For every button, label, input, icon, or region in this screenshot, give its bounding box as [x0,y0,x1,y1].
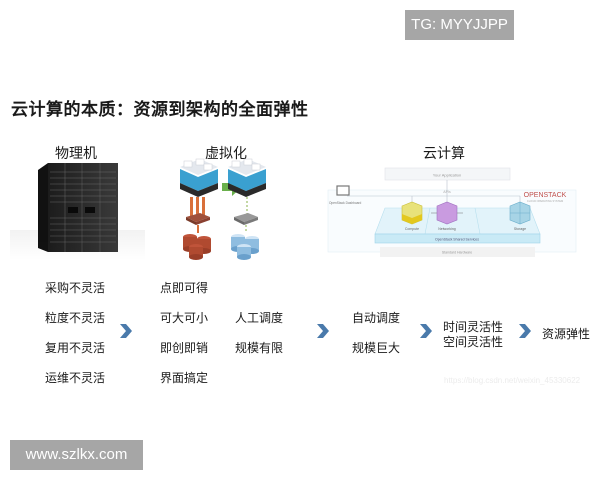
physical-item: 采购不灵活 [45,281,106,295]
virtualization-limit: 规模有限 [235,341,284,355]
flexibility-item: 空间灵活性 [443,335,504,349]
result-label: 资源弹性 [542,327,591,341]
svg-text:APIs: APIs [443,190,451,194]
svg-text:Compute: Compute [405,227,419,231]
svg-text:OPENSTACK: OPENSTACK [524,192,567,199]
openstack-diagram-icon: Your Application APIs OpenStack Dashboar… [327,167,577,257]
chevron-right-icon [519,324,531,338]
flexibility-item: 时间灵活性 [443,320,504,334]
cloud-item: 规模巨大 [352,341,401,355]
svg-text:OpenStack Dashboard: OpenStack Dashboard [329,201,361,205]
server-rack-icon [38,163,118,252]
column-title-cloud: 云计算 [423,146,465,162]
tg-watermark-badge: TG: MYYJJPP [405,10,514,40]
virtualization-item: 即创即销 [160,341,209,355]
svg-text:CLOUD OPERATING SYSTEM: CLOUD OPERATING SYSTEM [527,199,563,203]
site-watermark-badge: www.szlkx.com [10,440,143,470]
chevron-right-icon [317,324,329,338]
blog-url-watermark: https://blog.csdn.net/weixin_45330622 [444,376,581,385]
svg-text:Networking: Networking [438,227,456,231]
physical-item: 粒度不灵活 [45,311,106,325]
virtualization-item: 界面搞定 [160,371,209,385]
virtualization-limit: 人工调度 [235,311,284,325]
server-rack-illustration [10,160,145,260]
openstack-illustration: Your Application APIs OpenStack Dashboar… [325,160,590,265]
virtualization-item: 可大可小 [160,311,209,325]
virtualization-item: 点即可得 [160,281,209,295]
virtualization-illustration [170,155,290,265]
chevron-right-icon [120,324,132,338]
svg-text:OpenStack Shared Services: OpenStack Shared Services [435,238,479,242]
svg-text:Storage: Storage [514,227,526,231]
chevron-right-icon [420,324,432,338]
physical-item: 复用不灵活 [45,341,106,355]
virtualization-diagram-icon [180,158,266,260]
svg-text:Standard Hardware: Standard Hardware [442,251,472,255]
cloud-item: 自动调度 [352,311,401,325]
page-title: 云计算的本质：资源到架构的全面弹性 [11,100,309,120]
physical-item: 运维不灵活 [45,371,106,385]
svg-text:Your Application: Your Application [433,173,462,178]
column-title-physical: 物理机 [55,146,97,162]
column-title-virtualization: 虚拟化 [205,146,247,162]
